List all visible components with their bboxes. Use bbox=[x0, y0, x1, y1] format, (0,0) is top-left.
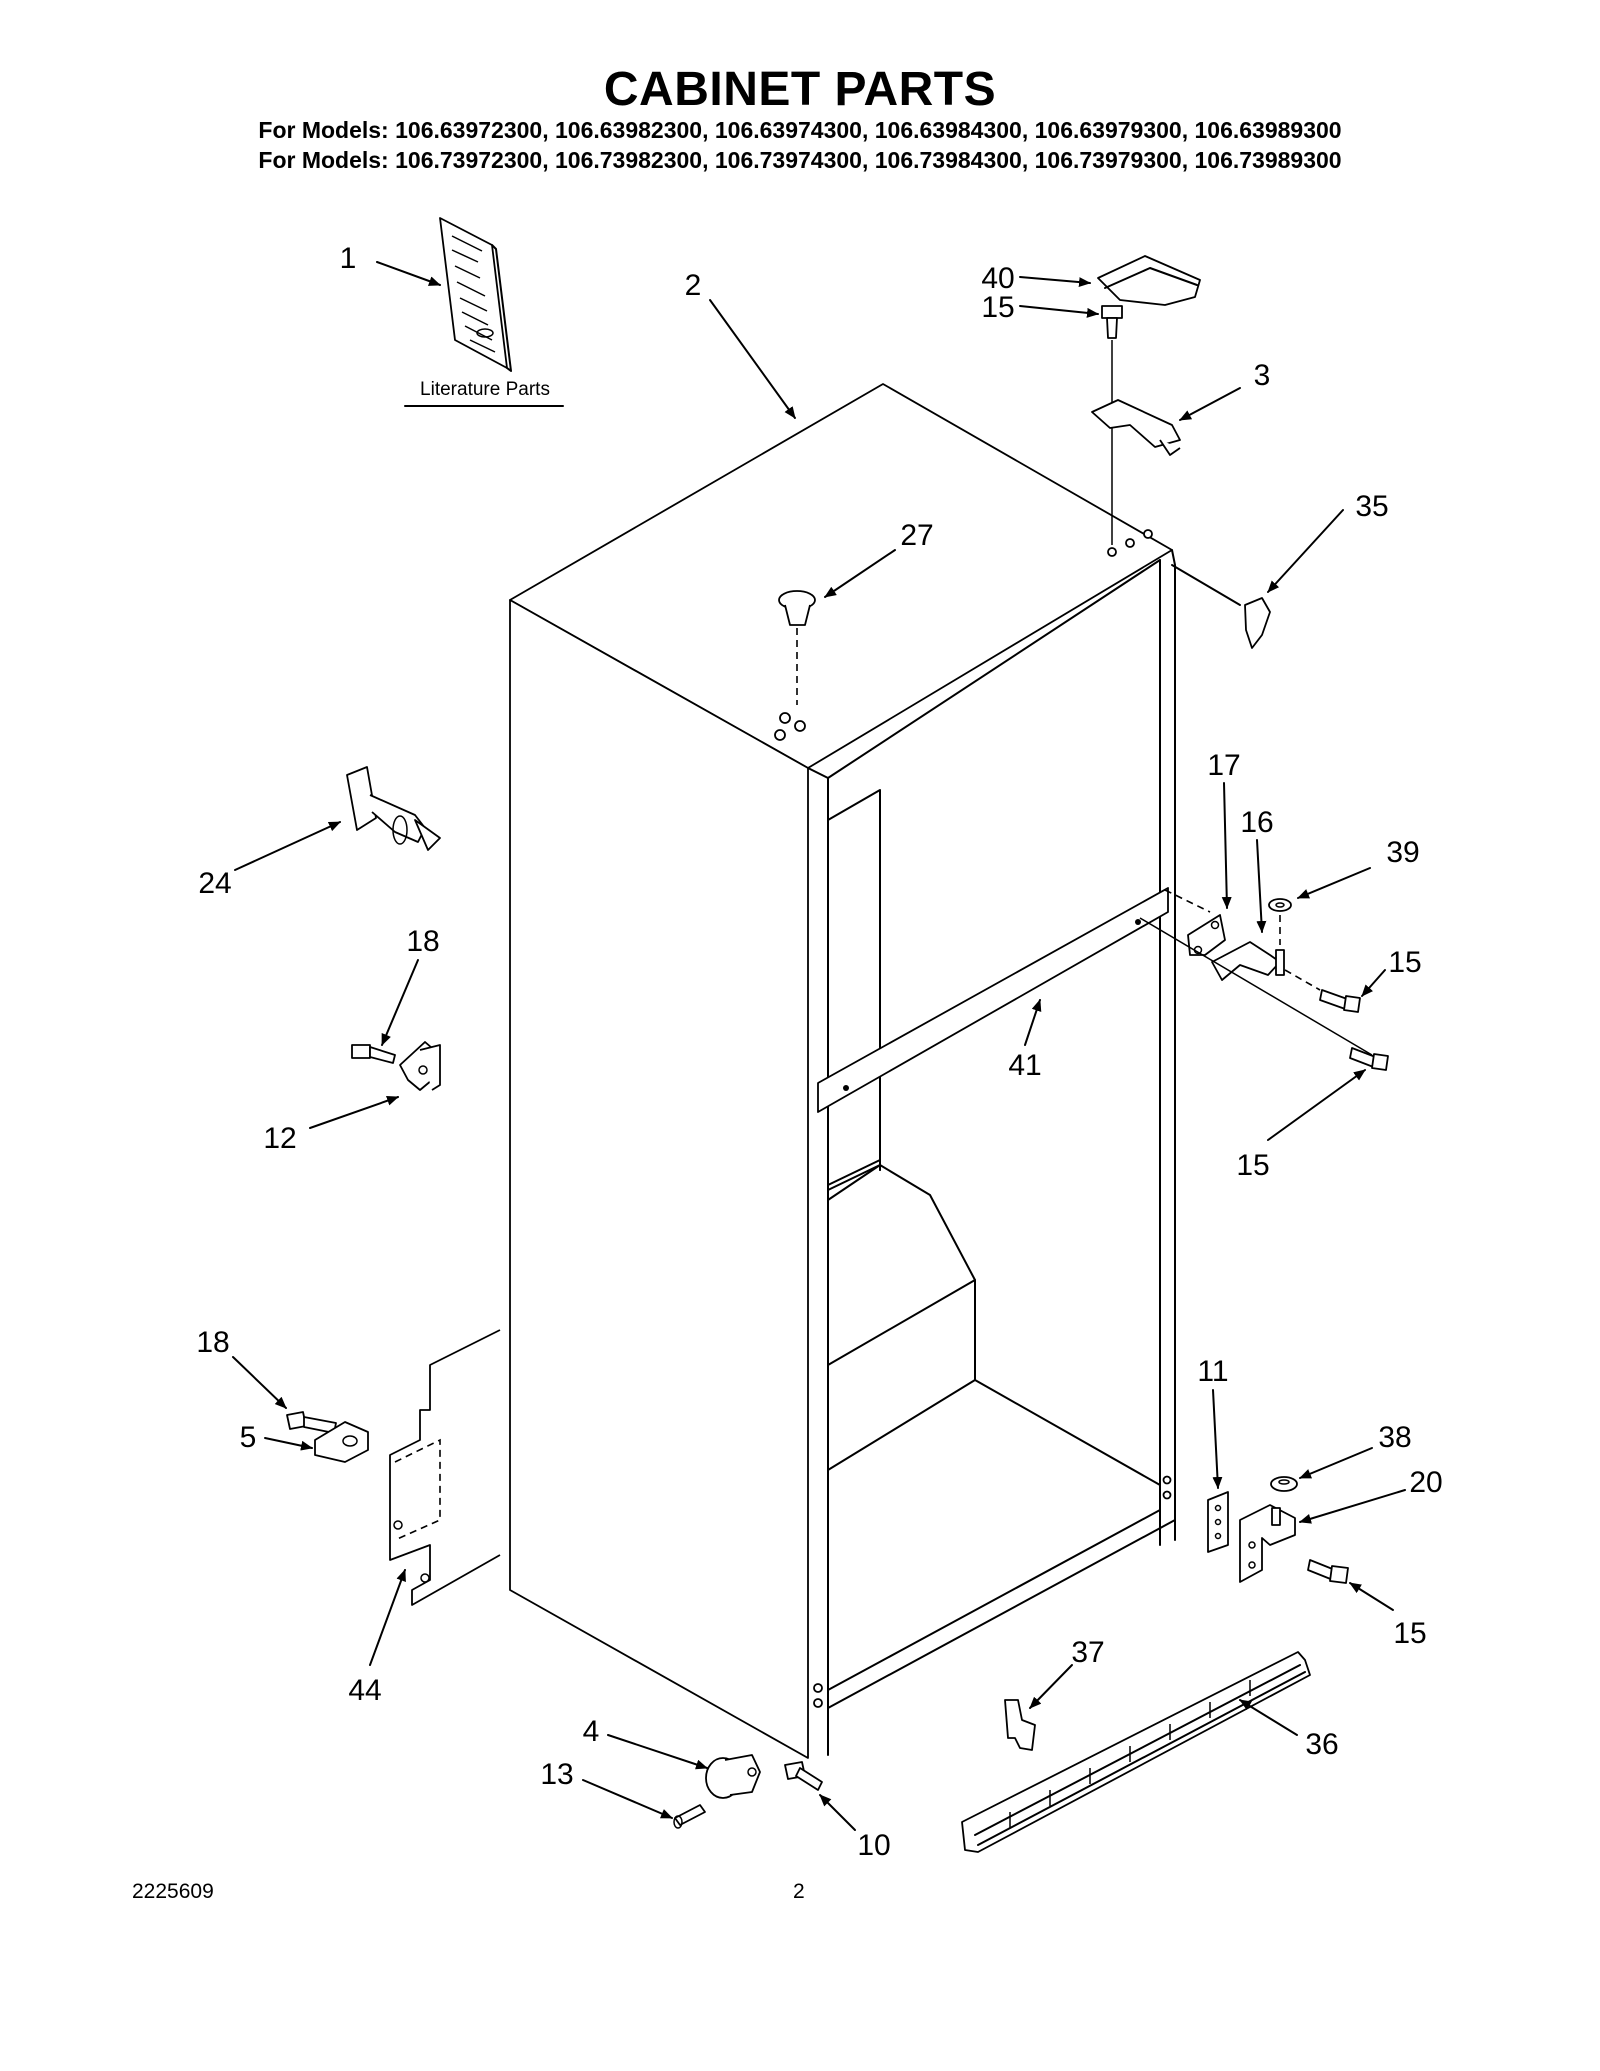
callout-20: 20 bbox=[1409, 1466, 1442, 1499]
callout-1: 1 bbox=[340, 242, 357, 275]
top-hinge-part-3 bbox=[1091, 399, 1181, 456]
center-hinge-part-16 bbox=[1211, 941, 1285, 981]
callout-13: 13 bbox=[540, 1758, 573, 1791]
door-stop-part-24 bbox=[346, 766, 441, 851]
hinge-pin-cover-part-35 bbox=[1171, 564, 1271, 649]
callout-27: 27 bbox=[900, 519, 933, 552]
screw-part-18-upper bbox=[351, 1044, 396, 1064]
callout-10: 10 bbox=[857, 1829, 890, 1862]
callout-18-upper: 18 bbox=[406, 925, 439, 958]
callout-15-center: 15 bbox=[1388, 946, 1421, 979]
callout-41: 41 bbox=[1008, 1049, 1041, 1082]
callout-39: 39 bbox=[1386, 836, 1419, 869]
hinge-cover-part-40 bbox=[1097, 255, 1201, 306]
toe-grille-part-36 bbox=[961, 1651, 1311, 1853]
bottom-hinge-part-20 bbox=[1239, 1504, 1296, 1583]
callout-24: 24 bbox=[198, 867, 231, 900]
callout-2: 2 bbox=[685, 269, 702, 302]
screw-part-10 bbox=[784, 1761, 823, 1791]
callout-11: 11 bbox=[1197, 1355, 1228, 1388]
screw-part-15-bottom bbox=[1307, 1559, 1349, 1584]
models-line-1: For Models: 106.63972300, 106.63982300, … bbox=[258, 117, 1342, 143]
screw-part-15-center bbox=[1319, 989, 1361, 1013]
callout-4: 4 bbox=[583, 1715, 600, 1748]
screw-part-15-center-lower bbox=[1349, 1047, 1389, 1071]
screw-part-15-top bbox=[1101, 305, 1123, 545]
plug-part-27 bbox=[778, 590, 816, 705]
callout-36: 36 bbox=[1305, 1728, 1338, 1761]
callout-35: 35 bbox=[1355, 490, 1388, 523]
callout-15-center-lower: 15 bbox=[1236, 1149, 1269, 1182]
screw-part-18-lower bbox=[286, 1411, 337, 1434]
callout-16: 16 bbox=[1240, 806, 1273, 839]
callout-38: 38 bbox=[1378, 1421, 1411, 1454]
pin-part-13 bbox=[673, 1804, 706, 1829]
callout-15-bottom: 15 bbox=[1393, 1617, 1426, 1650]
shim-part-11 bbox=[1207, 1491, 1229, 1553]
callout-18-lower: 18 bbox=[196, 1326, 229, 1359]
clamp-part-5 bbox=[314, 1421, 369, 1463]
side-panel-part-44 bbox=[389, 1329, 501, 1606]
callout-44: 44 bbox=[348, 1674, 381, 1707]
washer-part-39 bbox=[1268, 898, 1292, 945]
bracket-part-12 bbox=[399, 1041, 441, 1091]
roller-part-4 bbox=[705, 1754, 761, 1799]
literature-parts-label: Literature Parts bbox=[420, 379, 550, 400]
washer-part-38 bbox=[1270, 1476, 1298, 1492]
callout-3: 3 bbox=[1254, 359, 1271, 392]
callout-5: 5 bbox=[240, 1421, 257, 1454]
callout-arrows bbox=[232, 261, 1406, 1831]
cabinet-body bbox=[509, 383, 1176, 1759]
page-title: CABINET PARTS bbox=[603, 63, 997, 116]
models-line-2: For Models: 106.73972300, 106.73982300, … bbox=[258, 147, 1342, 173]
clip-part-37 bbox=[1004, 1699, 1036, 1751]
callout-37: 37 bbox=[1071, 1636, 1104, 1669]
callout-15-top: 15 bbox=[981, 291, 1014, 324]
callout-12: 12 bbox=[263, 1122, 296, 1155]
callout-40: 40 bbox=[981, 262, 1014, 295]
document-number: 2225609 bbox=[132, 1880, 214, 1903]
literature-manual bbox=[404, 217, 564, 407]
callout-17: 17 bbox=[1207, 749, 1240, 782]
page-number: 2 bbox=[793, 1880, 805, 1903]
bracket-part-17 bbox=[1187, 914, 1226, 956]
